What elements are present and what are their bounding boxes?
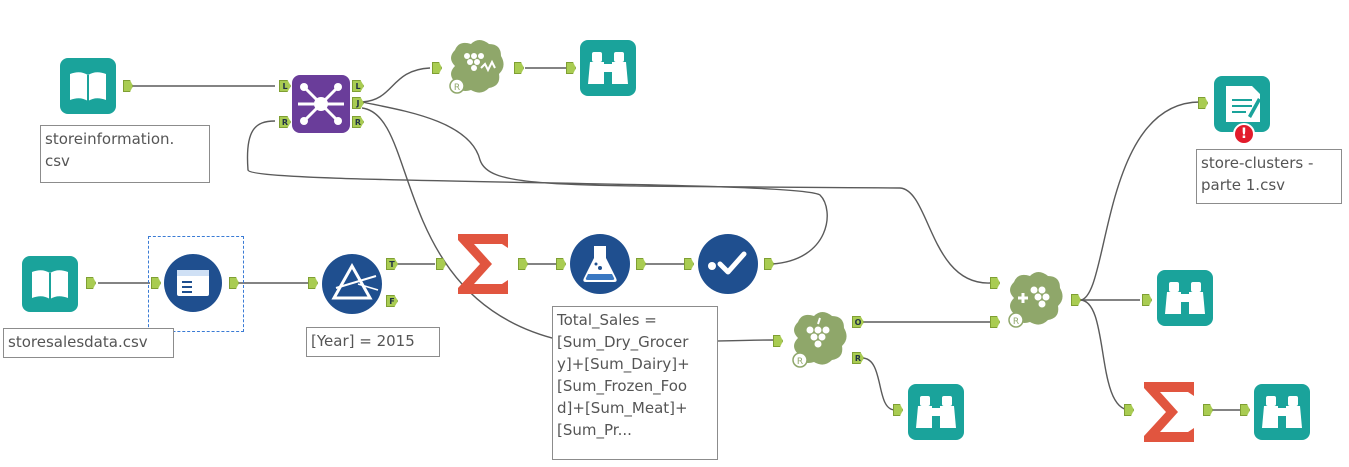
- output-anchor[interactable]: [514, 62, 524, 74]
- join-right-input-anchor[interactable]: R: [279, 116, 291, 128]
- summarize-tool-1[interactable]: [454, 234, 512, 294]
- input-anchor[interactable]: [436, 258, 446, 270]
- filter-tool[interactable]: [322, 254, 382, 314]
- error-icon: !: [1233, 123, 1255, 145]
- output-anchor[interactable]: [123, 80, 133, 92]
- input-anchor[interactable]: [1198, 97, 1208, 109]
- input-anchor[interactable]: [1240, 404, 1250, 416]
- annotation-output: store-clusters - parte 1.csv: [1196, 149, 1342, 204]
- output-anchor[interactable]: [86, 277, 96, 289]
- formula-tool[interactable]: [570, 234, 630, 294]
- select-tool[interactable]: [164, 254, 222, 312]
- input-anchor[interactable]: [1142, 294, 1152, 306]
- output-anchor[interactable]: [518, 258, 528, 270]
- summarize-tool-2[interactable]: [1140, 382, 1198, 442]
- input-anchor[interactable]: [893, 404, 903, 416]
- output-anchor[interactable]: [1203, 404, 1213, 416]
- grapes-chart-icon: R: [449, 40, 504, 94]
- input-anchor[interactable]: [432, 62, 442, 74]
- join-right-output-anchor[interactable]: R: [352, 116, 364, 128]
- svg-text:R: R: [1013, 317, 1019, 327]
- browse-tool-1[interactable]: [580, 40, 636, 96]
- input-anchor[interactable]: [990, 316, 1000, 328]
- svg-text:R: R: [454, 83, 460, 93]
- k-centroids-cluster-analysis-tool[interactable]: R: [788, 310, 850, 370]
- filter-false-anchor[interactable]: F: [386, 295, 398, 307]
- output-icon: [1214, 76, 1270, 132]
- browse-tool-4[interactable]: [1254, 384, 1310, 440]
- svg-text:R: R: [797, 357, 803, 367]
- grapes-icon: R: [792, 312, 847, 368]
- output-anchor[interactable]: [1071, 294, 1081, 306]
- input-anchor[interactable]: [308, 277, 318, 289]
- output-anchor[interactable]: [229, 277, 239, 289]
- browse-tool-2[interactable]: [908, 384, 964, 440]
- sigma-icon: [1144, 382, 1194, 442]
- sigma-icon: [458, 234, 508, 294]
- annotation-filter: [Year] = 2015: [306, 327, 440, 357]
- join-left-output-anchor[interactable]: L: [352, 80, 364, 92]
- append-cluster-tool[interactable]: R: [1004, 270, 1066, 330]
- join-join-output-anchor[interactable]: J: [352, 97, 364, 109]
- book-icon: [60, 58, 116, 114]
- input-anchor[interactable]: [990, 277, 1000, 289]
- output-anchor[interactable]: [636, 258, 646, 270]
- k-centroids-diagnostics-tool[interactable]: R: [445, 38, 507, 96]
- annotation-formula: Total_Sales = [Sum_Dry_Grocer y]+[Sum_Da…: [552, 306, 718, 460]
- input-anchor[interactable]: [1124, 404, 1134, 416]
- output-anchor[interactable]: [764, 258, 774, 270]
- cluster-o-anchor[interactable]: O: [852, 316, 864, 328]
- check-icon: [698, 234, 758, 294]
- browse-tool-3[interactable]: [1157, 270, 1213, 326]
- book-icon: [22, 256, 78, 312]
- annotation-storeinformation: storeinformation. csv: [40, 125, 210, 183]
- input-data-storesalesdata[interactable]: [22, 256, 78, 312]
- binoculars-icon: [1157, 270, 1213, 326]
- binoculars-icon: [908, 384, 964, 440]
- selection-box: [148, 236, 244, 332]
- input-anchor[interactable]: [556, 258, 566, 270]
- grapes-plus-icon: R: [1008, 272, 1063, 328]
- join-left-input-anchor[interactable]: L: [279, 80, 291, 92]
- filter-icon: [322, 254, 382, 314]
- binoculars-icon: [1254, 384, 1310, 440]
- standardize-tool[interactable]: [698, 234, 758, 294]
- cluster-r-anchor[interactable]: R: [852, 352, 864, 364]
- binoculars-icon: [580, 40, 636, 96]
- output-data-tool[interactable]: [1214, 76, 1270, 132]
- flask-icon: [570, 234, 630, 294]
- join-tool[interactable]: [292, 75, 350, 133]
- input-anchor[interactable]: [773, 335, 783, 347]
- input-data-storeinformation[interactable]: [60, 58, 116, 114]
- annotation-storesalesdata: storesalesdata.csv: [3, 328, 174, 358]
- input-anchor[interactable]: [684, 258, 694, 270]
- input-anchor[interactable]: [151, 277, 161, 289]
- input-anchor[interactable]: [566, 62, 576, 74]
- join-icon: [292, 75, 350, 133]
- select-icon: [164, 254, 222, 312]
- filter-true-anchor[interactable]: T: [386, 258, 398, 270]
